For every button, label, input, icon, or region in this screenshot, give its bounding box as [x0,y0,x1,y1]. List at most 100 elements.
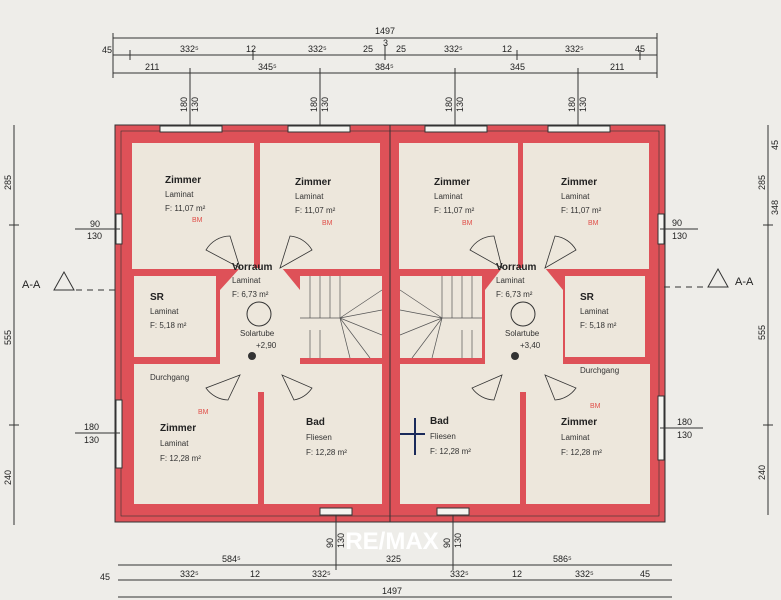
section-triangle-icon [53,270,75,291]
unit-left [132,143,382,504]
section-triangle-icon [707,267,729,288]
dim-label: 285 [3,175,13,190]
window-width: 180 [179,97,189,112]
window-width: 180 [444,97,454,112]
room-area: F: 12,28 m² [306,448,347,457]
bm-marker: BM [590,403,601,410]
dim-label: 45 [102,45,112,55]
window-height: 130 [190,97,200,112]
bm-marker: BM [192,217,203,224]
bm-marker: BM [198,409,209,416]
room-floor: Laminat [561,433,590,442]
dim-label: 12 [512,569,522,579]
passage-label: Durchgang [150,373,189,382]
dim-label: 12 [250,569,260,579]
solartube-label: Solartube [240,329,275,338]
window-height: 130 [336,533,346,548]
section-label: A-A [22,279,41,291]
door-swings [205,235,577,401]
window-height: 130 [453,533,463,548]
dim-label: 586⁵ [553,554,572,564]
room-area: F: 11,07 m² [561,206,602,215]
bm-marker: BM [322,220,333,227]
room-zimmer-1 [399,143,518,269]
dim-label: 348 [770,200,780,215]
dim-label: 384⁵ [375,62,394,72]
room-floor: Laminat [580,307,609,316]
window-width: 90 [90,219,100,229]
window-width: 180 [567,97,577,112]
dim-label: 240 [3,470,13,485]
room-sr [565,276,645,357]
window-width: 90 [325,538,335,548]
solartube-icon [246,301,272,327]
room-name: SR [580,292,595,303]
dim-label: 332⁵ [575,569,594,579]
level-label: +2,90 [256,341,277,350]
bm-marker: BM [462,220,473,227]
room-area: F: 6,73 m² [232,290,269,299]
dim-label: 45 [770,140,780,150]
dim-label: 12 [246,44,256,54]
dim-label: 45 [640,569,650,579]
dim-label: 45 [635,44,645,54]
dim-label: 555 [757,325,767,340]
window-height: 130 [677,430,692,440]
room-floor: Laminat [561,192,590,201]
room-area: F: 5,18 m² [150,321,187,330]
window-height: 130 [455,97,465,112]
dim-label: 332⁵ [444,44,463,54]
window-width: 90 [672,218,682,228]
dim-total-bottom: 1497 [382,586,402,596]
bottom-window-labels: 90 130 90 130 [325,515,463,570]
stair-treads [300,276,482,359]
room-name: Vorraum [232,262,272,273]
room-area: F: 12,28 m² [430,447,471,456]
unit-right-labels: Zimmer Laminat F: 11,07 m² BM Zimmer Lam… [400,177,619,457]
dim-total-top: 1497 [375,26,395,36]
room-floor: Laminat [160,439,189,448]
room-floor: Laminat [150,307,179,316]
room-area: F: 5,18 m² [580,321,617,330]
room-name: Zimmer [561,177,597,188]
room-floor: Laminat [232,276,261,285]
room-area: F: 11,07 m² [295,206,336,215]
window-height: 130 [578,97,588,112]
room-name: Vorraum [496,262,536,273]
room-name: Zimmer [165,175,201,186]
room-vorraum [220,268,300,392]
top-window-labels: 180 130 180 130 180 130 180 130 [179,97,588,112]
dim-label: 345 [510,62,525,72]
bm-marker: BM [588,220,599,227]
section-markers: A-A A-A [22,267,754,291]
window-width: 180 [677,417,692,427]
room-name: SR [150,292,165,303]
room-name: Bad [306,417,325,428]
dim-label: 12 [502,44,512,54]
room-zimmer-3 [134,364,258,504]
window-width: 90 [442,538,452,548]
room-floor: Laminat [496,276,525,285]
room-bad [264,364,382,504]
dim-label: 345⁵ [258,62,277,72]
dim-label: 25 [396,44,406,54]
room-area: F: 12,28 m² [160,454,201,463]
room-floor: Fliesen [306,433,332,442]
room-area: F: 6,73 m² [496,290,533,299]
dim-label: 211 [610,62,624,72]
window-width: 180 [309,97,319,112]
room-name: Zimmer [295,177,331,188]
dim-label: 240 [757,465,767,480]
dim-label: 332⁵ [180,569,199,579]
room-sr [134,276,216,357]
unit-left-labels: Zimmer Laminat F: 11,07 m² BM Zimmer Lam… [150,175,347,463]
room-floor: Laminat [434,192,463,201]
dim-label: 332⁵ [450,569,469,579]
dim-label: 325 [386,554,401,564]
level-label: +3,40 [520,341,541,350]
side-dimensions: 285 555 240 285 555 240 45 348 [3,125,780,525]
room-area: F: 11,07 m² [434,206,475,215]
level-marker-icon [511,352,519,360]
passage-label: Durchgang [580,366,619,375]
